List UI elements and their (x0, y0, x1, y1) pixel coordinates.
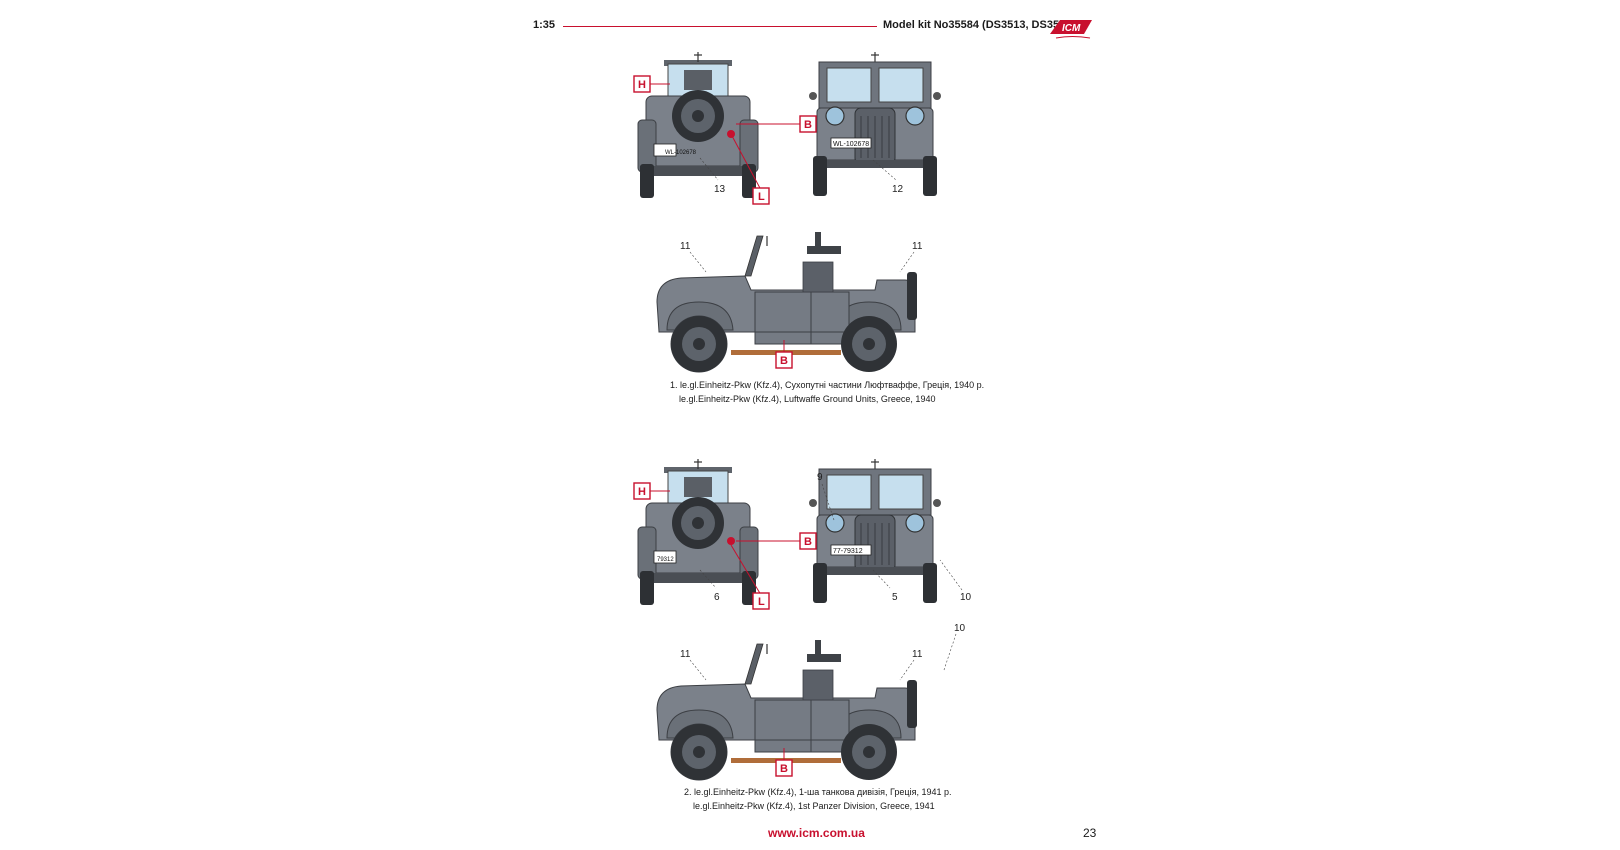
scheme-2-rear-view: 79312 (637, 458, 759, 606)
kit-title: Model kit No35584 (DS3513, DS3526) (883, 19, 1075, 31)
marker-l: L (752, 592, 770, 610)
svg-text:B: B (804, 536, 812, 548)
callout-11-rear: 11 (912, 649, 923, 660)
scheme-2-front-view: 77-79312 (808, 458, 942, 604)
marker-h: H (633, 75, 651, 93)
callout-11-front: 11 (680, 241, 691, 252)
svg-text:B: B (780, 763, 788, 775)
footer-url[interactable]: www.icm.com.ua (768, 826, 865, 840)
rear-plate: WL-102678 (665, 150, 697, 156)
callout-13: 13 (714, 184, 726, 195)
callout-10-spare: 10 (954, 623, 966, 634)
svg-text:B: B (780, 355, 788, 367)
scheme-2-caption: 2. le.gl.Einheitz-Pkw (Kfz.4), 1-ша танк… (684, 785, 952, 813)
marker-h: H (633, 482, 651, 500)
scale-label: 1:35 (533, 19, 556, 31)
page-number: 23 (1083, 826, 1097, 840)
logo-text: ICM (1062, 23, 1081, 34)
scheme-1-caption: 1. le.gl.Einheitz-Pkw (Kfz.4), Сухопутні… (670, 378, 984, 406)
caption-line-ua: 1. le.gl.Einheitz-Pkw (Kfz.4), Сухопутні… (670, 380, 985, 390)
svg-text:L: L (758, 191, 765, 203)
callout-11-front: 11 (680, 649, 691, 660)
callout-11-rear: 11 (912, 241, 923, 252)
callout-5: 5 (892, 592, 898, 603)
marker-side-b: B (775, 351, 793, 369)
scheme-1-front-view: WL-102678 (808, 51, 942, 197)
caption-line-en: le.gl.Einheitz-Pkw (Kfz.4), 1st Panzer D… (693, 801, 935, 811)
callout-10: 10 (960, 592, 972, 603)
callout-12: 12 (892, 184, 904, 195)
marker-b: B (799, 532, 817, 550)
svg-text:H: H (638, 79, 646, 91)
callout-9: 9 (817, 472, 823, 483)
rear-plate: 79312 (657, 557, 674, 563)
callout-6: 6 (714, 592, 720, 603)
svg-text:B: B (804, 119, 812, 131)
front-plate: 77-79312 (833, 548, 863, 555)
caption-line-en: le.gl.Einheitz-Pkw (Kfz.4), Luftwaffe Gr… (679, 394, 936, 404)
scheme-1-rear-view: WL-102678 (637, 51, 759, 199)
svg-text:H: H (638, 486, 646, 498)
marker-b: B (799, 115, 817, 133)
front-plate: WL-102678 (833, 141, 869, 148)
icm-logo: ICM (1050, 20, 1092, 39)
svg-text:L: L (758, 596, 765, 608)
marker-side-b: B (775, 759, 793, 777)
header-rule (563, 26, 877, 27)
marker-l: L (752, 187, 770, 205)
caption-line-ua: 2. le.gl.Einheitz-Pkw (Kfz.4), 1-ша танк… (684, 787, 952, 797)
